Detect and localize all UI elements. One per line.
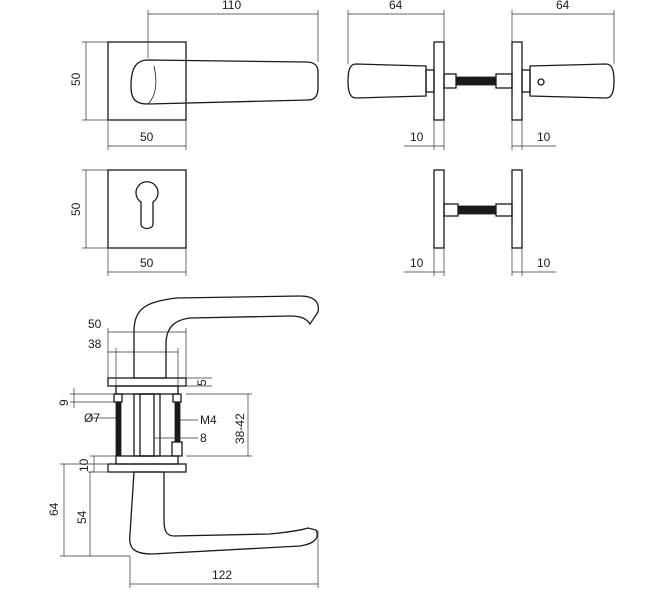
- side-view-cylinder-roses: 10 10: [404, 169, 556, 276]
- dim-screw-diameter: Ø7: [84, 411, 100, 425]
- side-lever-right: [529, 63, 615, 99]
- dim-screw-thread: M4: [200, 413, 217, 427]
- dim-rose-width-front: 50: [140, 130, 154, 144]
- dim-lever-projection: 110: [222, 0, 241, 12]
- lever-front: [130, 59, 319, 105]
- dim-cyl-rose-right: 10: [537, 256, 551, 270]
- dim-rose-height-front: 50: [69, 72, 83, 86]
- dim-cyl-rose-left: 10: [410, 256, 424, 270]
- dim-section-inner-width: 38: [88, 337, 102, 351]
- side-lever-left: [347, 63, 427, 99]
- dim-cylinder-rose-width: 50: [140, 256, 154, 270]
- side-rose-left: [433, 41, 445, 121]
- keyhole-icon: [135, 181, 159, 230]
- dim-side-right-length: 64: [556, 0, 570, 12]
- dim-cylinder-rose-height: 50: [69, 202, 83, 216]
- dim-handle-height-inner: 54: [75, 510, 89, 524]
- section-rose-lower: [107, 463, 187, 473]
- dim-side-rose-left: 10: [410, 130, 424, 144]
- section-spindle: [139, 393, 155, 457]
- dim-door-thickness: 38-42: [233, 413, 247, 444]
- front-view-cylinder-rose: 50 50: [69, 169, 187, 276]
- grub-screw-icon: [537, 78, 545, 86]
- dim-handle-length: 122: [212, 568, 232, 582]
- section-view-assembly: 50 38 5 9 Ø7 M4 8 38-42 10: [47, 295, 320, 588]
- front-view-lever: 110 50 50: [69, 0, 319, 150]
- dim-side-rose-right: 10: [537, 130, 551, 144]
- section-lever-upper: [133, 295, 320, 379]
- dim-section-top-offset: 9: [57, 399, 71, 406]
- dim-lower-rose-thickness: 10: [77, 458, 91, 472]
- cyl-side-rose-left: [433, 169, 445, 249]
- dim-section-outer-width: 50: [88, 317, 102, 331]
- side-rose-right: [511, 41, 523, 121]
- cylinder-rose-square: [107, 169, 187, 249]
- section-rose-upper: [107, 377, 187, 387]
- dim-side-left-length: 64: [389, 0, 403, 12]
- side-view-levers: 64 64 10 10: [347, 0, 615, 150]
- cyl-side-rose-right: [511, 169, 523, 249]
- dim-section-rose-step: 5: [195, 379, 209, 386]
- section-lever-lower: [128, 471, 318, 555]
- lever-front-neck: [147, 65, 157, 105]
- dim-spindle-size: 8: [200, 431, 207, 445]
- dim-handle-height-outer: 64: [47, 502, 61, 516]
- rose-square-front: [107, 41, 187, 121]
